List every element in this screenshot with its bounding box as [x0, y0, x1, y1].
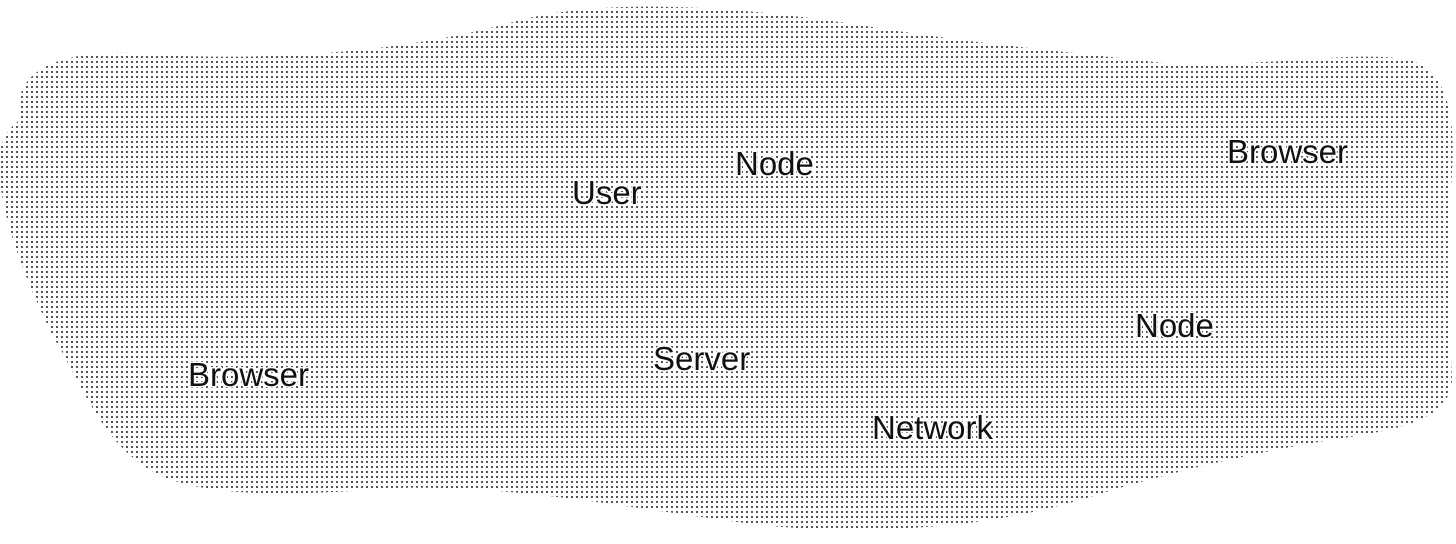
- node-label: Node: [1135, 307, 1214, 344]
- stippled-cloud-shape: [0, 6, 1453, 530]
- node-label: Node: [735, 145, 814, 182]
- browser-label: Browser: [188, 356, 309, 393]
- user-label: User: [572, 174, 642, 211]
- network-label: Network: [872, 409, 994, 446]
- browser-label: Browser: [1227, 133, 1348, 170]
- server-label: Server: [653, 340, 750, 377]
- cloud-labels: User Node Browser Node Server Browser Ne…: [187, 132, 1350, 448]
